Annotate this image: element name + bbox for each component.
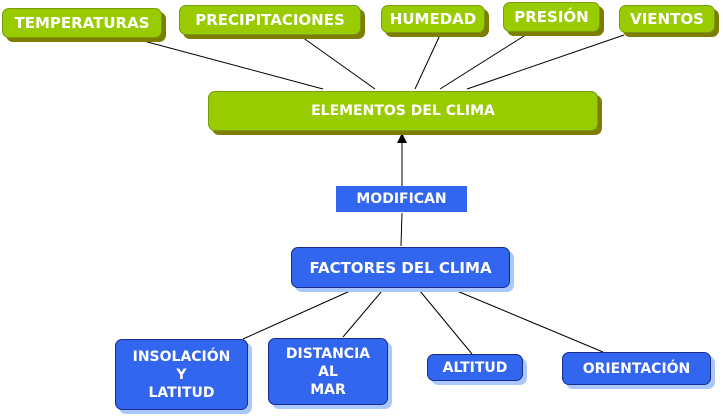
node-elementos-del-clima: ELEMENTOS DEL CLIMA xyxy=(208,91,598,131)
node-orientacion: ORIENTACIÓN xyxy=(562,352,711,385)
node-label: MAR xyxy=(310,381,346,398)
node-factores-del-clima: FACTORES DEL CLIMA xyxy=(291,247,510,288)
node-label: ALTITUD xyxy=(442,359,508,376)
link-label-modifican: MODIFICAN xyxy=(336,186,467,212)
node-label: LATITUD xyxy=(148,384,215,401)
node-label: FACTORES DEL CLIMA xyxy=(309,258,492,277)
node-vientos: VIENTOS xyxy=(619,5,715,33)
node-label: Y xyxy=(176,366,187,383)
node-label: INSOLACIÓN xyxy=(132,348,231,365)
node-label: PRECIPITACIONES xyxy=(195,11,345,29)
node-presion: PRESIÓN xyxy=(503,2,600,32)
node-altitud: ALTITUD xyxy=(427,354,523,381)
node-temperaturas: TEMPERATURAS xyxy=(2,8,162,38)
node-label: AL xyxy=(318,363,338,380)
arrowhead-icon xyxy=(397,133,407,143)
node-insolacion-latitud: INSOLACIÓN Y LATITUD xyxy=(115,339,248,410)
node-label: PRESIÓN xyxy=(514,8,589,26)
node-label: TEMPERATURAS xyxy=(14,14,150,32)
node-label: DISTANCIA xyxy=(285,345,371,362)
node-humedad: HUMEDAD xyxy=(381,5,485,33)
node-precipitaciones: PRECIPITACIONES xyxy=(179,5,361,35)
node-label: ORIENTACIÓN xyxy=(582,360,691,377)
link-label: MODIFICAN xyxy=(356,191,447,207)
node-label: VIENTOS xyxy=(630,10,704,28)
node-label: HUMEDAD xyxy=(389,10,477,28)
node-distancia-al-mar: DISTANCIA AL MAR xyxy=(268,338,388,405)
node-label: ELEMENTOS DEL CLIMA xyxy=(311,103,495,119)
